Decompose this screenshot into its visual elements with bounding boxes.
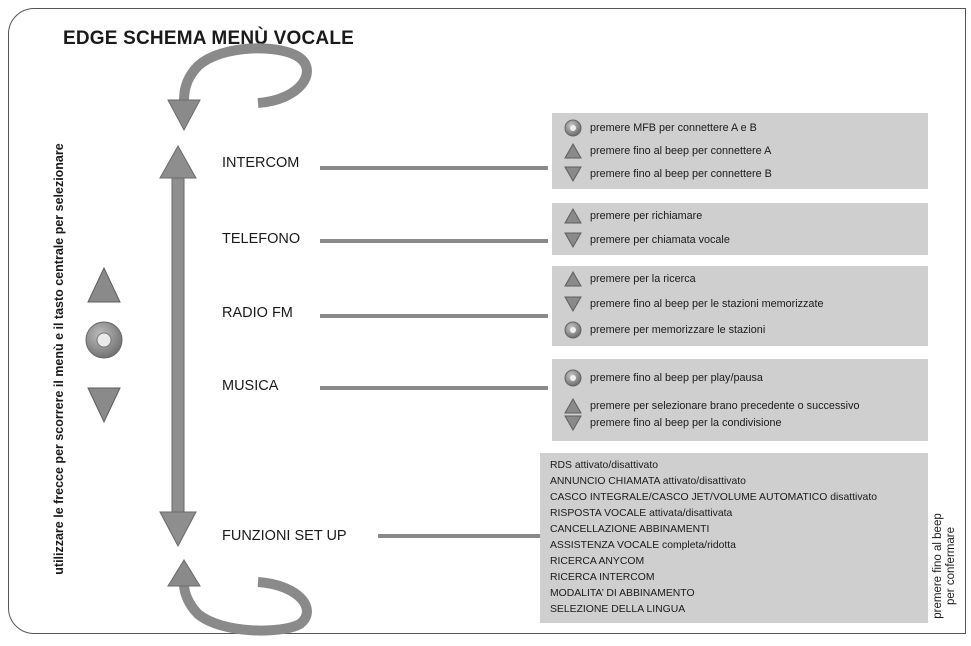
action-row: premere fino al beep per la condivisione (562, 415, 781, 431)
action-text: premere per memorizzare le stazioni (590, 324, 766, 336)
down-button-icon (87, 387, 121, 424)
center-button-icon (562, 369, 584, 387)
connector-intercom (320, 166, 548, 170)
center-button-icon (562, 119, 584, 137)
up-arrow-icon (562, 271, 584, 287)
radio-fm-actions-box: premere per la ricerca premere fino al b… (552, 266, 928, 346)
setting-item: SELEZIONE DELLA LINGUA (550, 604, 686, 615)
setting-item: RICERCA ANYCOM (550, 556, 645, 567)
menu-label-radio-fm: RADIO FM (222, 305, 293, 321)
connector-musica (320, 386, 548, 390)
setting-item: CANCELLAZIONE ABBINAMENTI (550, 524, 710, 535)
vertical-scroll-arrow-icon (159, 144, 197, 548)
bottom-loop-arrow-icon (167, 559, 312, 636)
telefono-actions-box: premere per richiamare premere per chiam… (552, 203, 928, 255)
action-text: premere per chiamata vocale (590, 234, 730, 246)
setting-item: MODALITA’ DI ABBINAMENTO (550, 588, 695, 599)
action-text: premere per richiamare (590, 210, 703, 222)
down-arrow-icon (562, 296, 584, 312)
menu-label-musica: MUSICA (222, 378, 279, 394)
action-row: premere fino al beep per le stazioni mem… (562, 296, 823, 312)
menu-label-telefono: TELEFONO (222, 231, 301, 247)
action-row: premere per la ricerca (562, 271, 696, 287)
action-row: premere fino al beep per play/pausa (562, 369, 763, 387)
setting-item: CASCO INTEGRALE/CASCO JET/VOLUME AUTOMAT… (550, 492, 877, 503)
action-text: premere fino al beep per la condivisione (590, 417, 782, 429)
action-row: premere per memorizzare le stazioni (562, 321, 765, 339)
connector-radio-fm (320, 314, 548, 318)
action-text: premere per selezionare brano precedente… (590, 400, 860, 412)
action-row: premere per selezionare brano precedente… (562, 398, 859, 414)
setting-item: RICERCA INTERCOM (550, 572, 655, 583)
musica-actions-box: premere fino al beep per play/pausa prem… (552, 359, 928, 441)
menu-label-funzioni-set-up: FUNZIONI SET UP (222, 528, 347, 544)
center-button-icon (85, 321, 123, 359)
menu-label-intercom: INTERCOM (222, 155, 300, 171)
up-arrow-icon (562, 143, 584, 159)
setting-item: ASSISTENZA VOCALE completa/ridotta (550, 540, 736, 551)
action-text: premere fino al beep per connettere B (590, 168, 772, 180)
down-arrow-icon (562, 166, 584, 182)
page-frame (8, 8, 966, 634)
down-arrow-icon (562, 232, 584, 248)
up-arrow-icon (562, 398, 584, 414)
connector-funzioni-set-up (378, 534, 548, 538)
action-text: premere MFB per connettere A e B (590, 122, 757, 134)
setting-item: RDS attivato/disattivato (550, 460, 658, 471)
action-row: premere per richiamare (562, 208, 702, 224)
center-button-icon (562, 321, 584, 339)
up-arrow-icon (562, 208, 584, 224)
intercom-actions-box: premere MFB per connettere A e B premere… (552, 113, 928, 189)
page-title: EDGE SCHEMA MENÙ VOCALE (63, 28, 355, 49)
action-row: premere fino al beep per connettere B (562, 166, 772, 182)
up-button-icon (87, 266, 121, 303)
action-row: premere per chiamata vocale (562, 232, 730, 248)
down-arrow-icon (562, 415, 584, 431)
action-row: premere fino al beep per connettere A (562, 143, 771, 159)
setup-settings-box: RDS attivato/disattivato ANNUNCIO CHIAMA… (540, 453, 928, 623)
connector-telefono (320, 239, 548, 243)
top-loop-arrow-icon (167, 43, 312, 132)
action-text: premere per la ricerca (590, 273, 696, 285)
setting-item: RISPOSTA VOCALE attivata/disattivata (550, 508, 733, 519)
action-text: premere fino al beep per le stazioni mem… (590, 298, 824, 310)
setting-item: ANNUNCIO CHIAMATA attivato/disattivato (550, 476, 746, 487)
action-text: premere fino al beep per connettere A (590, 145, 772, 157)
action-text: premere fino al beep per play/pausa (590, 372, 763, 384)
action-row: premere MFB per connettere A e B (562, 119, 757, 137)
